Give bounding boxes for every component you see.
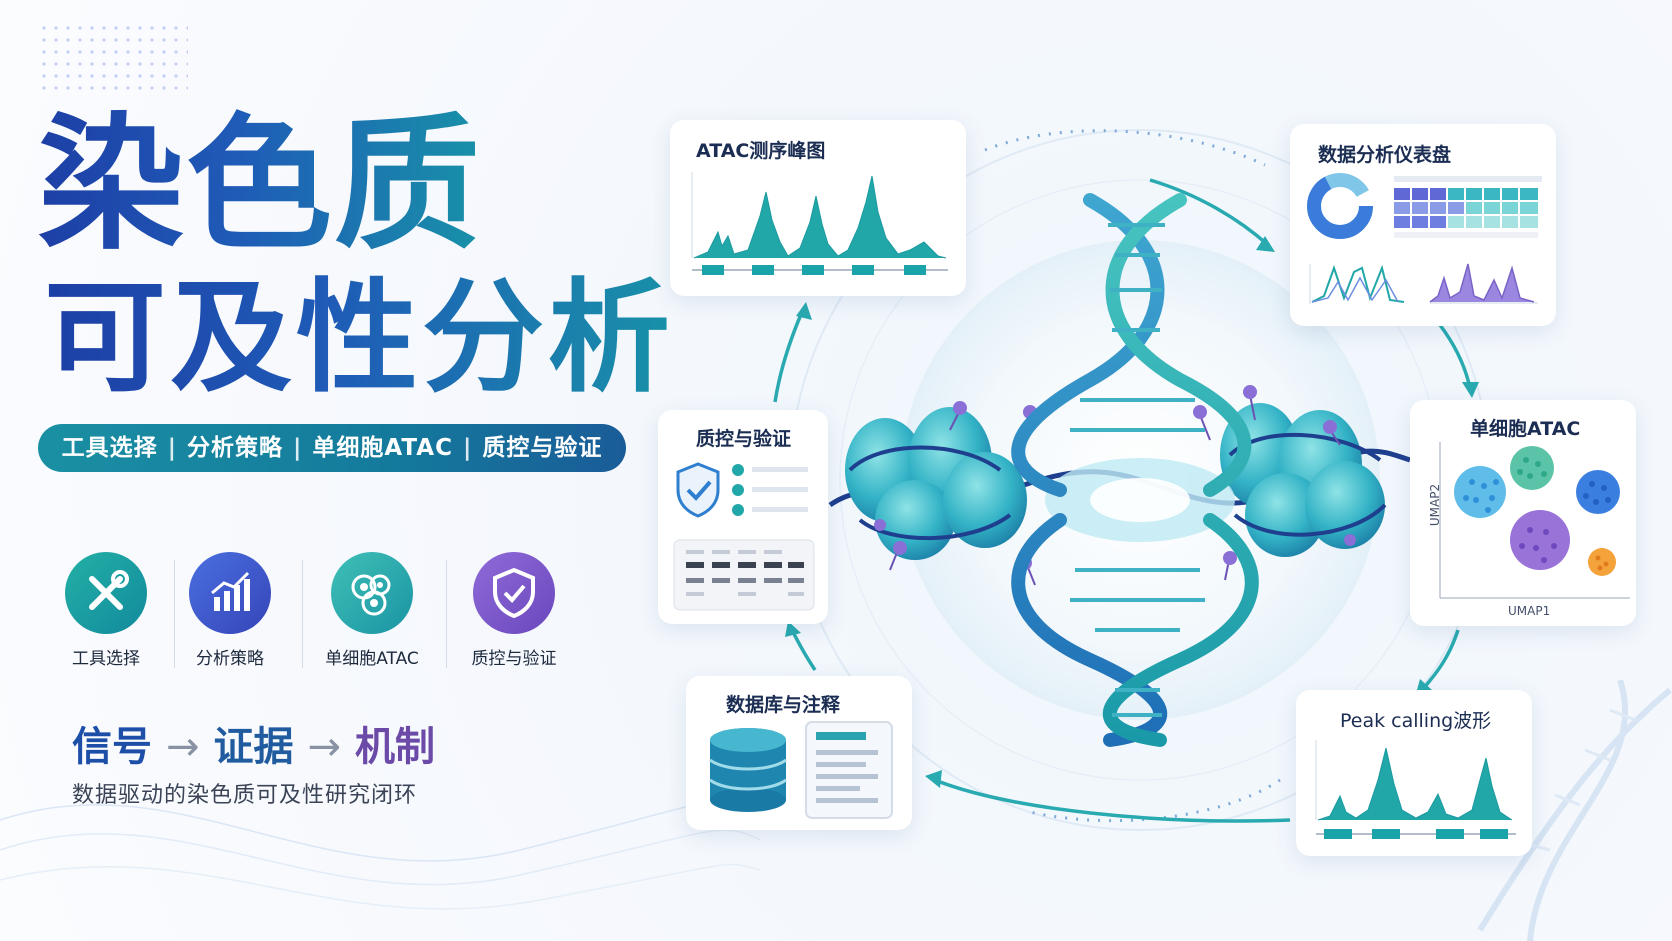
central-illustration [773,129,1491,831]
umap-scatter-graphic [1439,442,1630,599]
flow-word: 机制 [355,724,436,770]
flow-signal-evidence-mechanism: 信号 → 证据 → 机制 [72,714,435,772]
feature-single-cell: 单细胞ATAC [312,552,432,669]
pill-item: 工具选择 [61,435,158,461]
card-title: 数据分析仪表盘 [1318,144,1452,166]
page-title-line1: 染色质 [38,100,482,270]
divider [302,560,303,668]
feature-strategy: 分析策略 [170,552,290,669]
card-dashboard: 数据分析仪表盘 [1290,124,1556,326]
arrow-icon: → [307,724,342,770]
tools-icon [65,552,147,634]
dashboard-graphic [1307,173,1542,304]
corner-dna-icon [1477,680,1672,941]
axis-label-x: UMAP1 [1508,604,1551,618]
divider [174,560,175,668]
card-atac-peak: ATAC测序峰图 [670,120,966,296]
peak-chart-graphic [691,172,948,275]
feature-label: 单细胞ATAC [325,649,419,669]
card-qc-validation: 质控与验证 [658,410,828,624]
card-title: 数据库与注释 [726,694,841,716]
feature-label: 工具选择 [72,649,140,669]
page-title-line2: 可及性分析 [44,267,674,409]
card-title: 质控与验证 [696,428,792,450]
flow-word: 信号 [72,724,152,770]
feature-label: 质控与验证 [471,649,557,669]
feature-tools: 工具选择 [46,552,166,669]
feature-qc: 质控与验证 [454,552,574,669]
decorative-dot-grid [38,22,188,92]
card-single-cell-atac: 单细胞ATAC UMAP2 UMAP1 [1410,400,1636,626]
card-peak-calling: Peak calling波形 [1296,690,1532,856]
topic-pill: 工具选择|分析策略|单细胞ATAC|质控与验证 [38,424,626,472]
arrow-icon: → [166,724,200,770]
peak-calling-graphic [1315,740,1516,839]
subtitle: 数据驱动的染色质可及性研究闭环 [72,783,418,808]
bar-chart-growth-icon [189,552,271,634]
card-title: Peak calling波形 [1340,710,1492,732]
qc-graphic [673,462,815,611]
card-title: 单细胞ATAC [1470,418,1581,440]
database-icon [709,721,893,819]
shield-check-icon [473,552,555,634]
feature-label: 分析策略 [196,649,264,669]
pill-item: 单细胞ATAC [312,435,453,461]
card-title: ATAC测序峰图 [696,140,826,162]
divider [446,560,447,668]
cells-icon [331,552,413,634]
flow-word: 证据 [213,724,294,770]
pill-item: 分析策略 [186,435,283,461]
pill-item: 质控与验证 [482,435,603,461]
card-database-annotation: 数据库与注释 [686,676,912,830]
